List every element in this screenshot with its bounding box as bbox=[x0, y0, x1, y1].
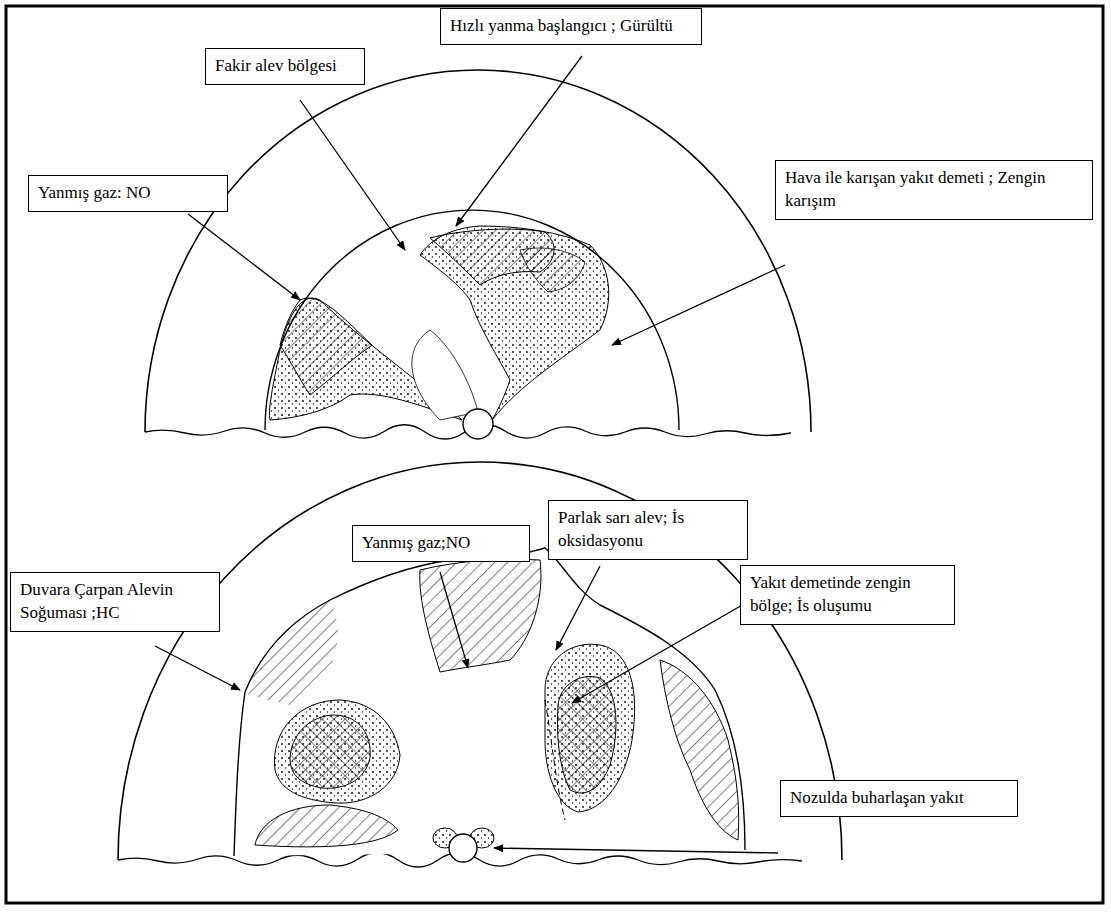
callout-box: Yanmış gaz;NO bbox=[352, 525, 530, 562]
callout-box: Yakıt demetinde zengin bölge; İs oluşumu bbox=[740, 565, 955, 625]
top-chamber bbox=[145, 70, 811, 439]
bottom-chamber bbox=[118, 462, 842, 867]
leader-arrows bbox=[155, 56, 785, 853]
callout-box: Parlak sarı alev; İs oksidasyonu bbox=[548, 500, 748, 560]
callout-text: Hava ile karışan yakıt demeti ; Zengin k… bbox=[785, 167, 1083, 213]
callout-text: Yakıt demetinde zengin bölge; İs oluşumu bbox=[750, 572, 945, 618]
callout-text: Yanmış gaz: NO bbox=[38, 182, 218, 205]
callout-text: Nozulda buharlaşan yakıt bbox=[790, 787, 1008, 810]
callout-text: Parlak sarı alev; İs oksidasyonu bbox=[558, 507, 738, 553]
callout-box: Yanmış gaz: NO bbox=[28, 175, 228, 212]
callout-box: Fakir alev bölgesi bbox=[205, 48, 365, 85]
callout-text: Hızlı yanma başlangıcı ; Gürültü bbox=[450, 15, 692, 38]
callout-box: Hızlı yanma başlangıcı ; Gürültü bbox=[440, 8, 702, 45]
callout-box: Duvara Çarpan Alevin Soğuması ;HC bbox=[10, 572, 220, 632]
callout-text: Duvara Çarpan Alevin Soğuması ;HC bbox=[20, 579, 210, 625]
callout-box: Hava ile karışan yakıt demeti ; Zengin k… bbox=[775, 160, 1093, 220]
callout-text: Fakir alev bölgesi bbox=[215, 55, 355, 78]
outer-frame bbox=[6, 6, 1103, 903]
callout-text: Yanmış gaz;NO bbox=[362, 532, 520, 555]
callout-box: Nozulda buharlaşan yakıt bbox=[780, 780, 1018, 817]
